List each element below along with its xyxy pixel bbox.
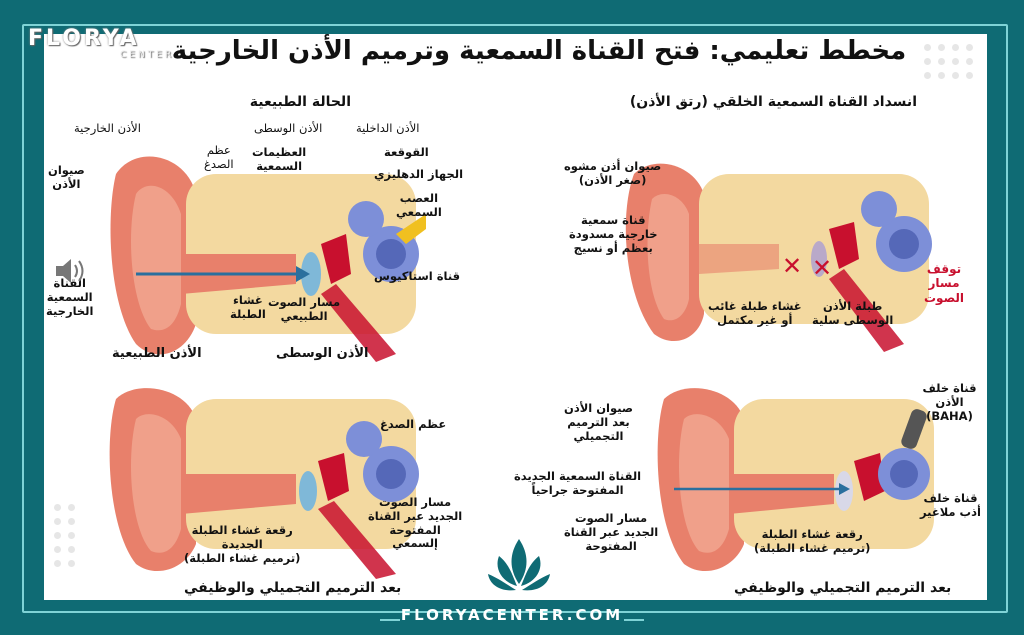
page-title: مخطط تعليمي: فتح القناة السمعية وترميم ا… [171,36,907,66]
label-drum-patch-right: رقعة غشاء الطبلة (ترميم غشاء الطبلة) [754,527,871,555]
label-behind-ear: قناة خلف أذب ملاغير [920,491,981,519]
label-outer-ear: الأذن الخارجية [74,121,141,135]
svg-text:✕: ✕ [782,252,802,280]
label-middle-ear-intact: طبلة الأذن الوسطى سلية [812,299,894,327]
label-ear-canal: القناة السمعية الخارجية [46,276,94,318]
label-sound-path: مسار الصوت الطبيعي [268,295,341,323]
brand-logo-text: FLORYA [28,26,140,51]
label-sound-stop: توقف مسار الصوت [924,262,965,305]
after-right-ear-illustration [657,388,934,572]
label-eustachian: قناة استاكيوس [374,269,461,283]
caption-after-right: بعد الترميم التجميلي والوظيفي [734,580,952,596]
label-inner-ear: الأذن الداخلية [356,121,420,135]
label-cochlea: القوقعة [384,145,429,159]
label-auricle: صيوان الأذن [48,163,85,191]
label-new-path-left: مسار الصوت الجديد عبر القناة المفتوحة إل… [368,495,463,551]
label-vestibular: الجهاز الدهليزي [374,167,464,181]
svg-text:✕: ✕ [812,254,832,282]
label-new-canal: القناة السمعية الجديدة المفتوحة جراحياً [514,469,642,497]
logo-icon [488,539,550,591]
label-temporal-bone-after: عظم الصدغ [380,417,447,431]
label-missing-drum: غشاء طبلة غائب أو غير مكتمل [708,299,802,327]
label-middle-ear-bottom: الأذن الوسطى [276,346,369,361]
label-baha: قناة خلف الأذن (BAHA) [922,381,977,423]
footer-line-right [624,619,644,621]
decor-dots-bottom [54,504,94,584]
normal-ear-illustration [110,156,426,362]
label-blocked-canal: قناة سمعية خارجية مسدودة بعظم أو نسيج [569,213,658,255]
label-deformed-auricle: صيوان أذن مشوه (صغر الأذن) [564,159,662,187]
label-middle-ear: الأذن الوسطى [254,121,323,135]
frame-border [22,24,1008,613]
label-auditory-nerve: العصب السمعي [396,191,442,219]
label-ossicles: العظيمات السمعية [252,145,307,173]
label-temporal-bone: عظم الصدغ [204,143,234,171]
heading-normal: الحالة الطبيعية [249,94,351,110]
after-left-ear-illustration [109,388,419,579]
speaker-icon [56,259,84,283]
diagram-panel: مخطط تعليمي: فتح القناة السمعية وترميم ا… [44,34,987,600]
footer-line-left [380,619,400,621]
footer-url[interactable]: FLORYACENTER.COM [400,606,624,624]
label-new-path-right: مسار الصوت الجديد عبر القناة المفتوحة [564,511,659,553]
heading-atresia: انسداد القناة السمعية الخلقي (رتق الأذن) [629,94,917,110]
decor-dots-top [924,44,984,104]
atresia-ear-illustration: ✕ ✕ [625,163,932,352]
caption-after-left: بعد الترميم التجميلي والوظيفي [184,580,402,596]
brand-logo-subtext: CENTER [120,50,175,60]
label-eardrum: غشاء الطبلة [230,293,266,321]
label-auricle-after: صيوان الأذن بعد الترميم التجميلي [564,401,633,443]
label-drum-patch-left: رقعة غشاء الطبلة الجديدة (ترميم غشاء الط… [184,523,301,565]
label-normal-ear-bottom: الأذن الطبيعية [112,346,202,361]
